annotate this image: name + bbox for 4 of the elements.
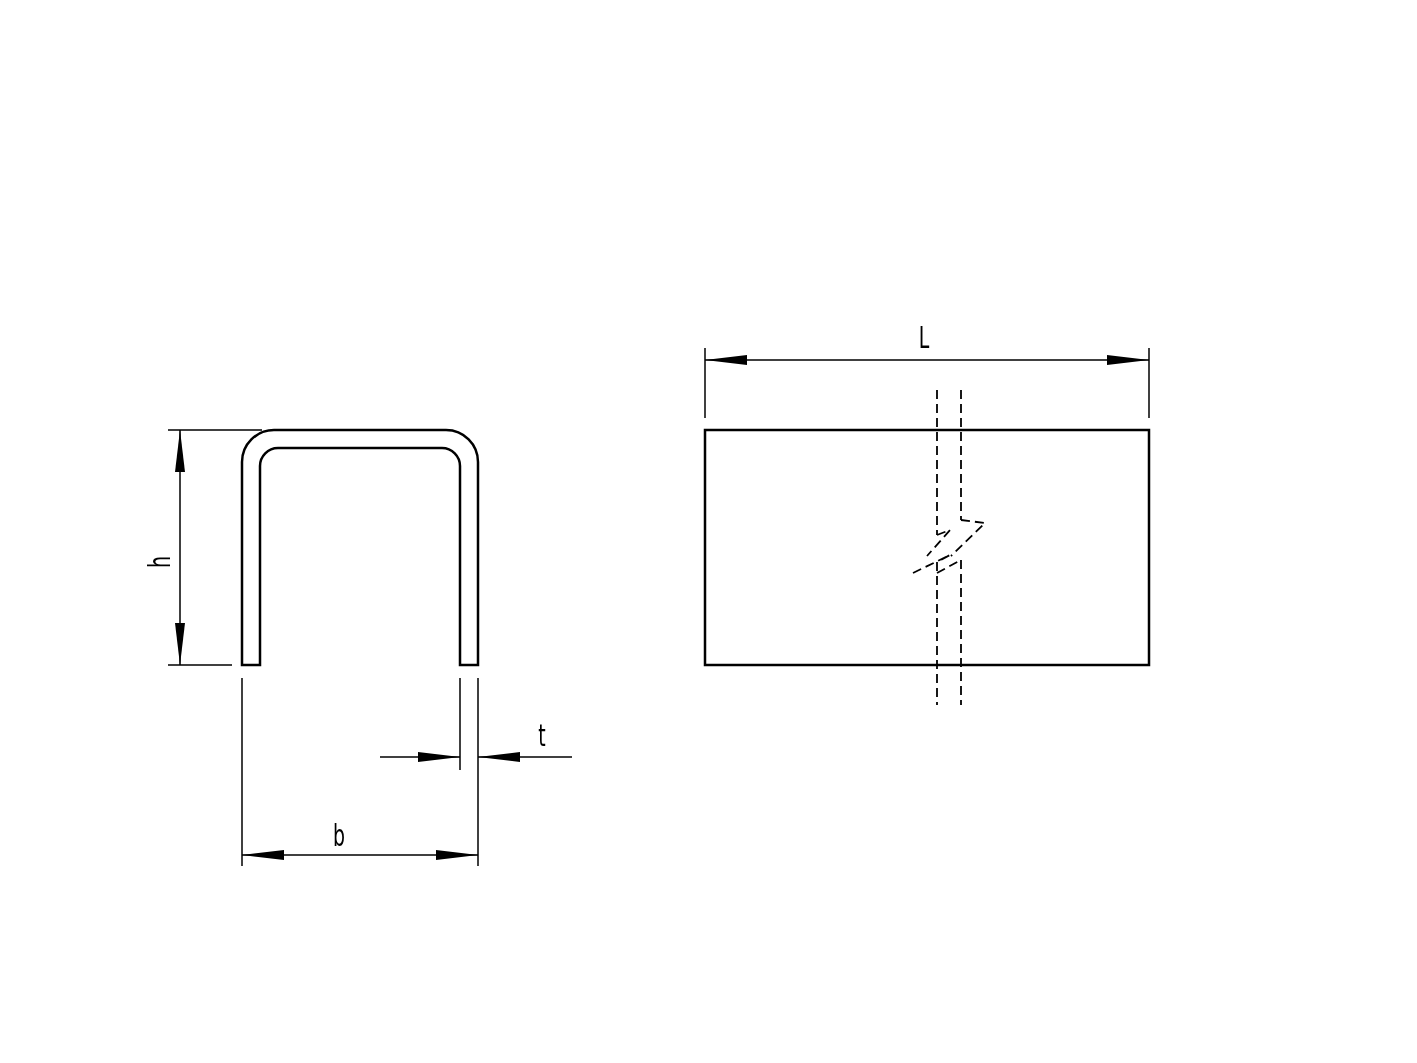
dimension-label: h xyxy=(145,556,175,568)
dimension-label: L xyxy=(918,323,930,353)
dimension-label: b xyxy=(333,821,345,851)
dimension-label: t xyxy=(538,721,546,751)
